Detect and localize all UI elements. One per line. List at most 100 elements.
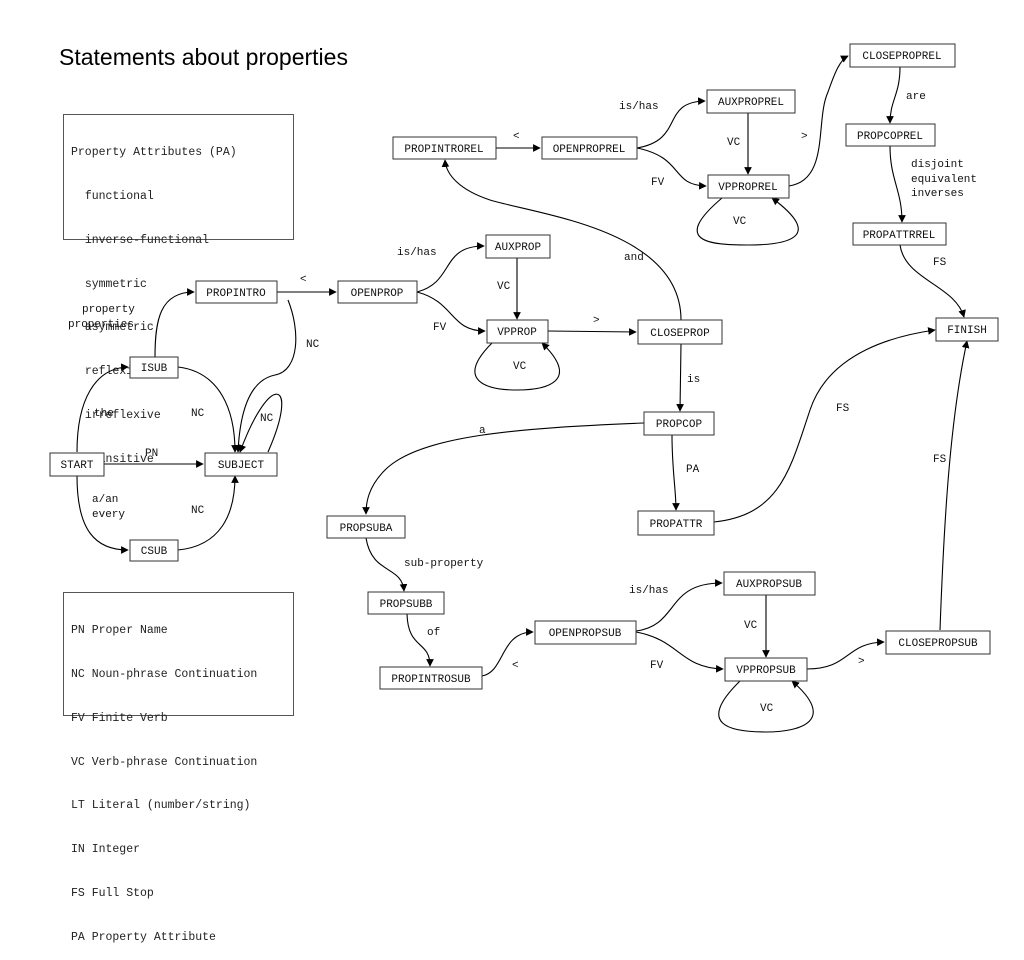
edge-subject-loop [238, 393, 283, 453]
edge-label: the [94, 408, 114, 420]
edge-label: FV [650, 660, 664, 672]
edge-openpropsub-vppropsub [635, 631, 724, 673]
abbreviation-item: NC Noun-phrase Continuation [71, 667, 258, 681]
edge-vpproprel-closeproprel [788, 55, 849, 187]
node-label: CLOSEPROP [650, 328, 710, 340]
node-label: CSUB [141, 546, 168, 558]
edge-label: is/has [629, 585, 669, 597]
property-attribute-item: functional [84, 189, 154, 203]
node-propintrorel: PROPINTROREL [392, 136, 497, 160]
edge-label: and [624, 252, 644, 264]
node-propcoprel: PROPCOPREL [845, 123, 936, 147]
node-csub: CSUB [129, 539, 179, 562]
node-closepropsub: CLOSEPROPSUB [885, 630, 991, 655]
node-label: AUXPROPSUB [736, 579, 802, 591]
node-label: PROPSUBA [340, 523, 393, 535]
node-label: START [60, 460, 93, 472]
edge-label: NC [260, 413, 274, 425]
edge-vppropsub-closepropsub [806, 638, 885, 670]
edge-label: VC [513, 361, 527, 373]
edge-label: VC [760, 703, 774, 715]
edge-label: NC [191, 408, 205, 420]
abbreviation-item: VC Verb-phrase Continuation [71, 755, 258, 769]
node-openproprel: OPENPROPREL [541, 136, 638, 160]
edge-closeprop-propcop [676, 343, 684, 412]
edge-label: > [593, 315, 600, 327]
abbreviation-item: LT Literal (number/string) [71, 799, 251, 813]
node-vpproprel: VPPROPREL [707, 174, 790, 199]
node-propcop: PROPCOP [643, 411, 715, 436]
edge-openproprel-vpproprel [636, 147, 707, 190]
edge-label: inverses [911, 188, 964, 200]
node-isub: ISUB [129, 356, 179, 379]
edge-isub-subject [177, 366, 239, 453]
node-propattr: PROPATTR [637, 510, 715, 536]
node-closeproprel: CLOSEPROPREL [849, 43, 956, 68]
node-vppropsub: VPPROPSUB [724, 657, 808, 682]
node-openprop: OPENPROP [337, 280, 418, 304]
edge-label: FS [836, 403, 850, 415]
edge-label: is/has [397, 247, 437, 259]
edge-label: PA [686, 464, 700, 476]
edge-vpprop-closeprop [547, 328, 637, 336]
node-subject: SUBJECT [204, 452, 278, 477]
node-auxpropsub: AUXPROPSUB [723, 571, 816, 596]
edge-label: are [906, 91, 926, 103]
edge-openproprel-auxproprel [636, 97, 706, 149]
state-diagram: the PN a/an every property properties NC… [49, 43, 999, 733]
edge-csub-subject [177, 475, 239, 551]
edge-label: NC [191, 505, 205, 517]
edge-closepropsub-finish [939, 340, 970, 631]
node-label: VPPROPREL [718, 182, 777, 194]
edge-propsuba-propsubb [365, 537, 408, 592]
edge-vpprop-loop [474, 342, 560, 391]
property-attributes-heading: Property Attributes (PA) [71, 146, 237, 160]
node-propsuba: PROPSUBA [326, 515, 406, 539]
node-propintrosub: PROPINTROSUB [379, 666, 483, 690]
edge-closeproprel-propcoprel [886, 66, 901, 124]
node-label: AUXPROP [495, 242, 542, 254]
edge-label: disjoint [911, 159, 964, 171]
property-attribute-item: asymmetric [84, 321, 154, 335]
edge-label: < [300, 274, 307, 286]
edge-propcop-propattr [671, 434, 680, 511]
edge-label: equivalent [911, 174, 977, 186]
edge-label: > [801, 131, 808, 143]
edge-label: < [512, 660, 519, 672]
abbreviation-item: FV Finite Verb [71, 711, 168, 725]
node-propintro: PROPINTRO [195, 280, 278, 304]
edge-label: property [82, 304, 135, 316]
edge-propsubb-propintrosub [406, 613, 434, 667]
node-label: CLOSEPROPREL [862, 51, 941, 63]
node-label: OPENPROPSUB [549, 628, 622, 640]
edge-openprop-vpprop [416, 291, 486, 335]
edge-label: VC [733, 216, 747, 228]
edge-vppropsub-loop [718, 680, 814, 733]
node-vpprop: VPPROP [486, 319, 549, 344]
edge-vpproprel-loop [696, 197, 799, 246]
node-label: FINISH [947, 325, 987, 337]
edge-label: a/an [92, 494, 118, 506]
edge-label: every [92, 509, 125, 521]
node-label: PROPSUBB [380, 599, 433, 611]
abbreviation-item: IN Integer [71, 843, 141, 857]
node-label: ISUB [141, 363, 168, 375]
edge-label: NC [306, 339, 320, 351]
node-label: SUBJECT [218, 460, 265, 472]
edge-label: VC [497, 281, 511, 293]
edge-label: < [513, 131, 520, 143]
edge-closeprop-propintrorel [441, 159, 682, 321]
edge-label: sub-property [404, 558, 484, 570]
node-propsubb: PROPSUBB [367, 591, 445, 615]
edge-label: of [427, 627, 440, 639]
edge-label: FS [933, 257, 947, 269]
edge-label: FS [933, 454, 947, 466]
edge-label: is/has [619, 101, 659, 113]
property-attribute-item: irreflexive [84, 408, 161, 422]
node-label: VPPROPSUB [736, 665, 796, 677]
abbreviation-item: PN Proper Name [71, 624, 168, 638]
property-attribute-item: symmetric [84, 277, 147, 291]
abbreviation-item: FS Full Stop [71, 886, 154, 900]
edge-propattr-finish [713, 327, 936, 523]
edge-label: FV [433, 322, 447, 334]
